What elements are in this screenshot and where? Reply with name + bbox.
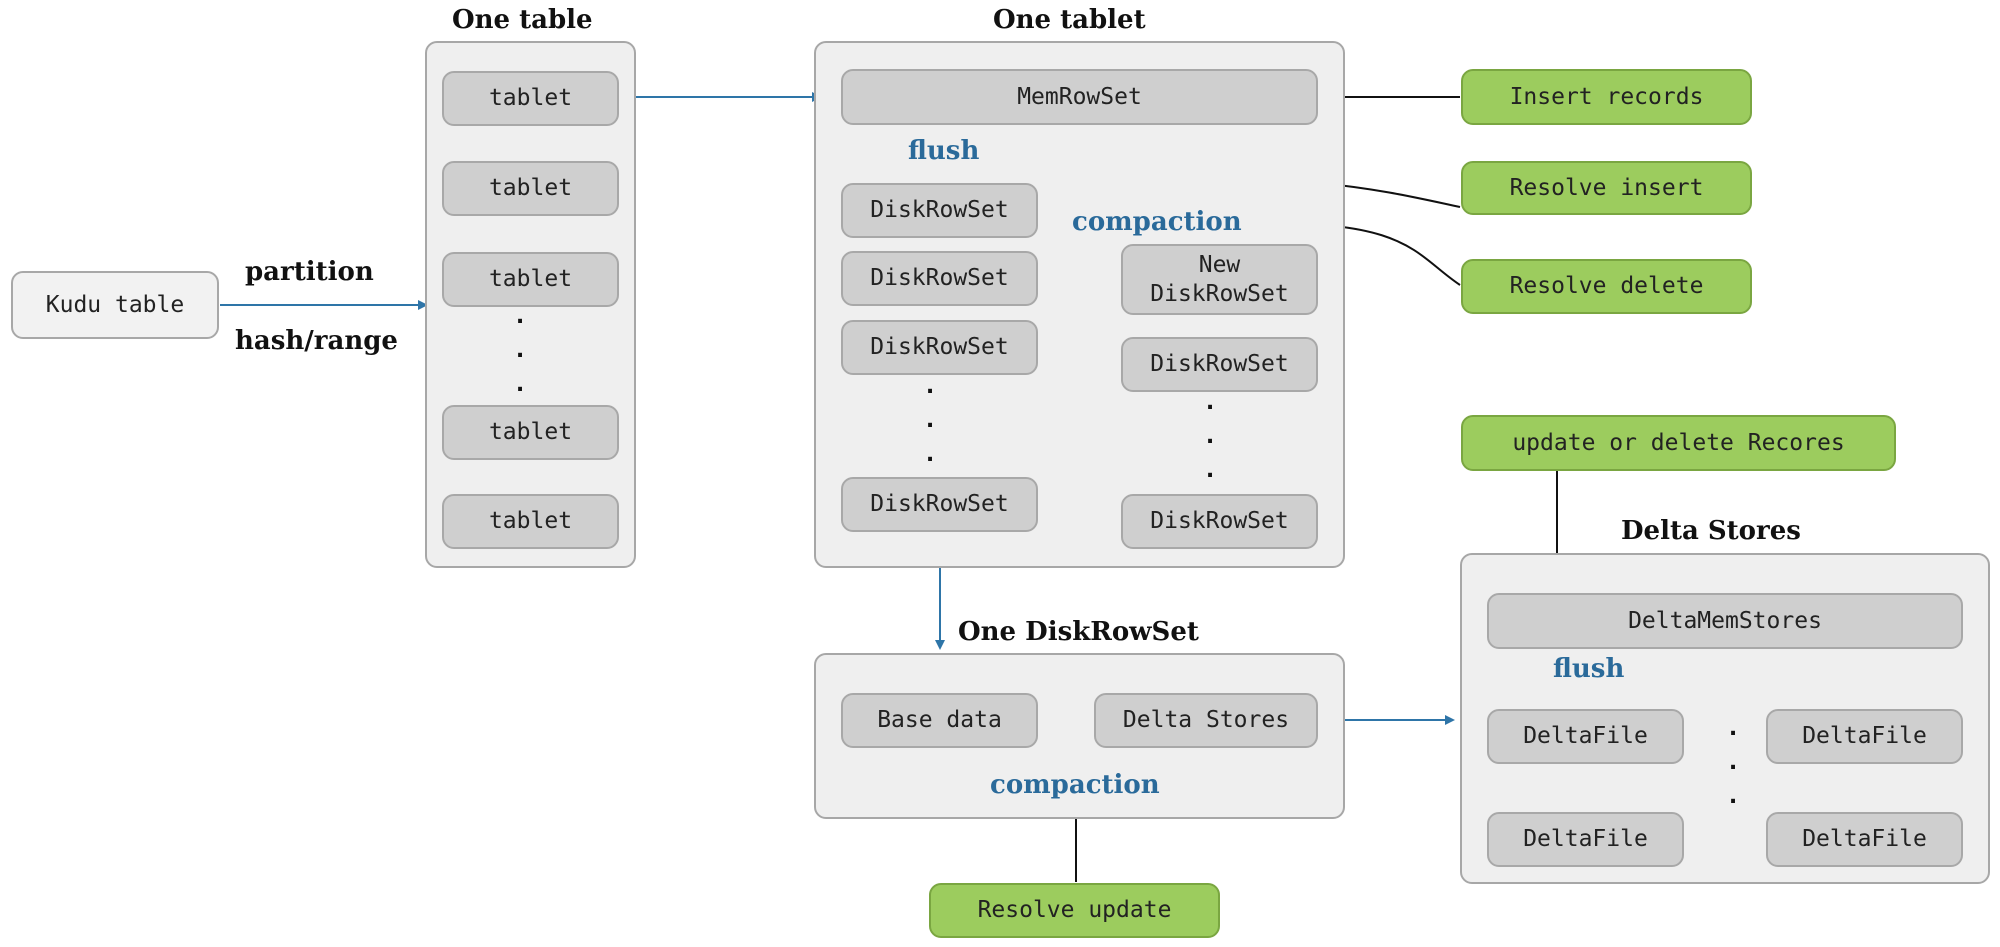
flush-label-delta: flush bbox=[1553, 654, 1625, 684]
diskrowset-box-right-1: DiskRowSet bbox=[1121, 337, 1318, 392]
diskrowset-box-2: DiskRowSet bbox=[841, 251, 1038, 306]
resolve-delete-box: Resolve delete bbox=[1461, 259, 1752, 314]
diskrowset-box-3: DiskRowSet bbox=[841, 320, 1038, 375]
deltafile-ellipsis: . . . bbox=[1728, 716, 1738, 809]
deltamemstores-box: DeltaMemStores bbox=[1487, 593, 1963, 649]
one-tablet-title: One tablet bbox=[993, 5, 1146, 35]
insert-records-box: Insert records bbox=[1461, 69, 1752, 125]
deltafile-box-4: DeltaFile bbox=[1766, 812, 1963, 867]
tablet-box-2: tablet bbox=[442, 161, 619, 216]
deltafile-box-2: DeltaFile bbox=[1766, 709, 1963, 764]
diskrowset-ellipsis-left: . . . bbox=[925, 374, 935, 467]
tablet-box-1: tablet bbox=[442, 71, 619, 126]
delta-stores-box: Delta Stores bbox=[1094, 693, 1318, 748]
base-data-box: Base data bbox=[841, 693, 1038, 748]
diskrowset-ellipsis-right: . . . bbox=[1205, 390, 1215, 483]
compaction-label-tablet: compaction bbox=[1072, 207, 1242, 237]
delta-stores-title: Delta Stores bbox=[1621, 516, 1801, 546]
diskrowset-box-4: DiskRowSet bbox=[841, 477, 1038, 532]
flush-label: flush bbox=[908, 136, 980, 166]
update-delete-records-box: update or delete Recores bbox=[1461, 415, 1896, 471]
tablet-box-5: tablet bbox=[442, 494, 619, 549]
tablet-ellipsis: . . . bbox=[515, 304, 525, 397]
hash-range-label: hash/range bbox=[235, 326, 398, 356]
deltafile-box-3: DeltaFile bbox=[1487, 812, 1684, 867]
diskrowset-box-1: DiskRowSet bbox=[841, 183, 1038, 238]
diskrowset-box-right-2: DiskRowSet bbox=[1121, 494, 1318, 549]
partition-label: partition bbox=[245, 257, 374, 287]
one-diskrowset-title: One DiskRowSet bbox=[958, 617, 1199, 647]
tablet-box-4: tablet bbox=[442, 405, 619, 460]
one-table-title: One table bbox=[452, 5, 593, 35]
kudu-table-box: Kudu table bbox=[11, 271, 219, 339]
resolve-insert-box: Resolve insert bbox=[1461, 161, 1752, 215]
memrowset-box: MemRowSet bbox=[841, 69, 1318, 125]
deltafile-box-1: DeltaFile bbox=[1487, 709, 1684, 764]
tablet-box-3: tablet bbox=[442, 252, 619, 307]
new-diskrowset-box: New DiskRowSet bbox=[1121, 244, 1318, 315]
compaction-label-diskrowset: compaction bbox=[990, 770, 1160, 800]
resolve-update-box: Resolve update bbox=[929, 883, 1220, 938]
